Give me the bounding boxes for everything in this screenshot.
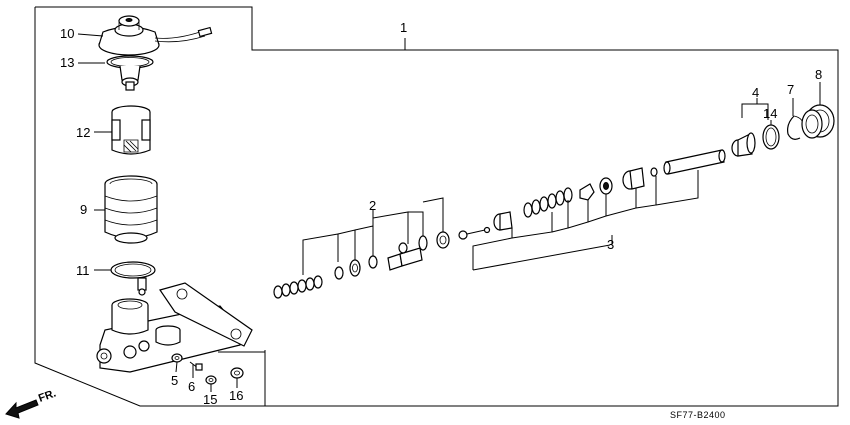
cap-small[interactable] <box>205 375 217 385</box>
callout-3: 3 <box>607 237 614 252</box>
callout-10: 10 <box>60 26 74 41</box>
callout-13: 13 <box>60 55 74 70</box>
primary-spring <box>523 187 573 218</box>
callout-16: 16 <box>229 388 243 403</box>
piston-boot[interactable] <box>731 98 769 157</box>
callout-9: 9 <box>80 202 87 217</box>
bleeder-screw[interactable] <box>189 361 203 371</box>
callout-6: 6 <box>188 379 195 394</box>
reservoir-cap[interactable] <box>98 15 213 56</box>
snap-ring[interactable] <box>787 115 805 140</box>
reservoir-band[interactable] <box>110 261 156 296</box>
callout-labels: 1 2 3 4 5 6 7 8 9 10 11 12 13 14 15 16 <box>60 20 822 407</box>
front-direction-indicator: FR. <box>5 387 58 419</box>
callout-2: 2 <box>369 198 376 213</box>
leader-lines <box>77 33 821 392</box>
front-label: FR. <box>37 387 58 404</box>
push-rod[interactable] <box>663 149 726 175</box>
bleeder-washer[interactable] <box>171 353 183 363</box>
retainer-ring[interactable] <box>762 124 780 150</box>
secondary-spring <box>273 275 323 299</box>
callout-14: 14 <box>763 106 777 121</box>
reservoir-tank[interactable] <box>104 175 158 244</box>
callout-8: 8 <box>815 67 822 82</box>
callout-5: 5 <box>171 373 178 388</box>
callout-7: 7 <box>787 82 794 97</box>
cap-large[interactable] <box>230 367 244 379</box>
primary-piston-group[interactable] <box>458 167 699 271</box>
assembly-outline <box>34 6 839 407</box>
small-parts-bracket <box>218 351 266 355</box>
callout-12: 12 <box>76 125 90 140</box>
secondary-piston-group[interactable] <box>273 197 450 299</box>
front-arrow-icon <box>5 399 39 419</box>
master-cylinder-body[interactable] <box>96 282 253 373</box>
reservoir-filter[interactable] <box>106 55 154 91</box>
diagram-code: SF77-B2400 <box>670 410 726 420</box>
callout-11: 11 <box>76 263 90 278</box>
callout-1: 1 <box>400 20 407 35</box>
callout-15: 15 <box>203 392 217 407</box>
reservoir-strainer[interactable] <box>111 105 151 155</box>
callout-4: 4 <box>752 85 759 100</box>
oil-seal[interactable] <box>801 104 835 139</box>
